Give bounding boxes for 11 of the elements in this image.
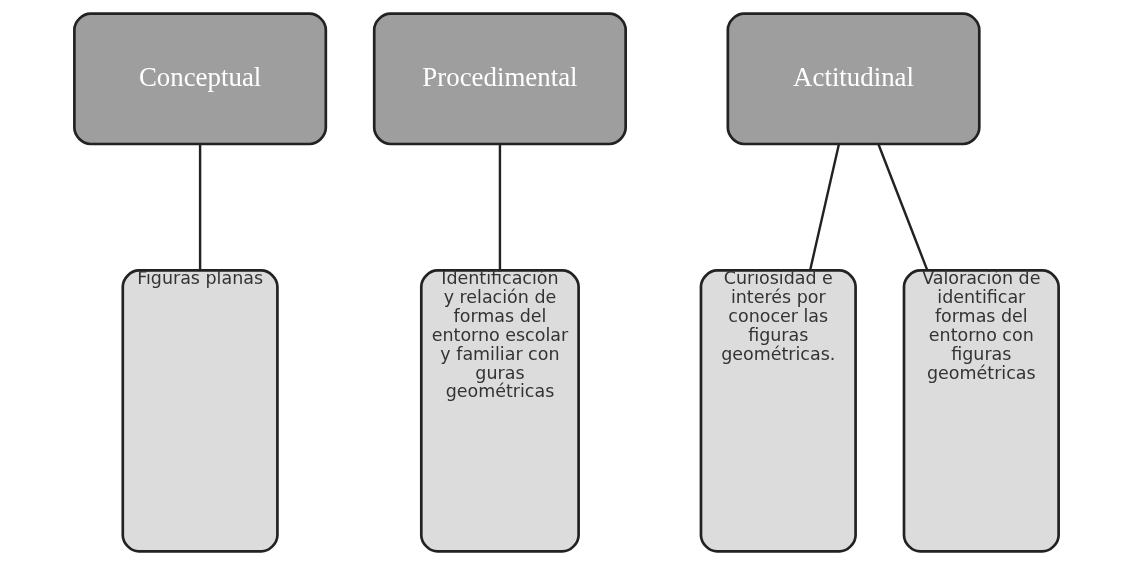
connector xyxy=(198,144,202,271)
node-box: Curiosidad e interés por conocer las figuras geométricas. xyxy=(699,269,857,553)
connector xyxy=(808,143,841,271)
node-box: Identificación y relación de formas del entorno escolar y familiar con guras geométricas xyxy=(419,269,580,553)
node-box: Conceptual xyxy=(73,12,328,146)
node-box: Actitudinal xyxy=(726,12,981,146)
connector xyxy=(877,143,929,271)
node-box: Valoración de identificar formas del entorno con figuras geométricas xyxy=(902,269,1060,553)
node-box: Figuras planas xyxy=(121,269,279,553)
connector xyxy=(498,144,502,271)
node-box: Procedimental xyxy=(372,12,627,146)
